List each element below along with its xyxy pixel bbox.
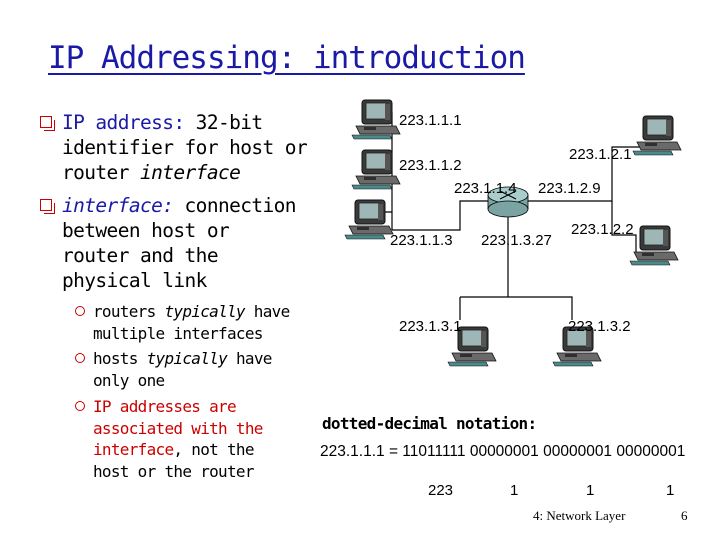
link-subnet3 xyxy=(460,296,573,320)
bullet-interface: interface: connection between host or ro… xyxy=(40,193,297,293)
sub-text-red: associated with the xyxy=(93,418,263,438)
term-ip-address: IP address: xyxy=(62,111,185,134)
octet-value: 223 xyxy=(428,482,454,499)
ip-label: 223.1.1.4 xyxy=(454,180,517,197)
sub-text-italic: typically xyxy=(164,302,245,321)
notation-equation: 223.1.1.1 = 11011111 00000001 00000001 0… xyxy=(320,443,686,460)
sub-text-red: interface xyxy=(93,440,174,459)
subbullet-routers: routers typically have multiple interfac… xyxy=(75,301,290,344)
bullet-text-italic: interface xyxy=(139,161,241,184)
ip-label: 223.1.3.27 xyxy=(481,232,552,249)
octet-value: 1 xyxy=(586,482,595,499)
octet-value: 1 xyxy=(510,482,519,499)
sub-text: routers xyxy=(93,302,165,321)
link-host5 xyxy=(611,201,637,255)
page-number: 6 xyxy=(681,508,688,523)
subbullet-hosts: hosts typically have only one xyxy=(75,348,272,391)
circle-bullet-icon xyxy=(75,306,85,316)
computer-icon xyxy=(351,99,401,140)
ip-label: 223.1.2.1 xyxy=(569,146,632,163)
notation-heading: dotted-decimal notation: xyxy=(322,414,537,433)
octet-value: 1 xyxy=(666,482,675,499)
sub-text: have xyxy=(244,302,290,321)
computer-icon xyxy=(344,199,394,240)
subbullet-ip-addresses: IP addresses are associated with the int… xyxy=(75,396,263,482)
sub-text: , not the xyxy=(173,440,254,459)
bullet-text: connection xyxy=(173,194,297,217)
term-interface: interface: xyxy=(62,194,174,217)
sub-text: multiple interfaces xyxy=(93,323,263,343)
sub-text-italic: typically xyxy=(146,349,228,368)
sub-text: host or the router xyxy=(93,461,254,481)
bullet-text: between host or xyxy=(62,219,230,242)
circle-bullet-icon xyxy=(75,353,85,363)
footer-section: 4: Network Layer xyxy=(533,508,626,523)
computer-icon xyxy=(351,149,401,190)
circle-bullet-icon xyxy=(75,401,85,411)
bullet-text: physical link xyxy=(62,269,207,292)
ip-label: 223.1.2.9 xyxy=(538,180,601,197)
square-bullet-icon xyxy=(40,116,55,131)
sub-text: only one xyxy=(93,370,165,390)
ip-label: 223.1.1.3 xyxy=(390,232,453,249)
link-host4 xyxy=(526,146,645,202)
link-router-subnet1 xyxy=(392,200,490,231)
bullet-text: router and the xyxy=(62,244,219,267)
sub-text: hosts xyxy=(93,349,147,368)
ip-label: 223.1.1.2 xyxy=(399,157,462,174)
bullet-ip-address: IP address: 32-bit identifier for host o… xyxy=(40,110,308,185)
square-bullet-icon xyxy=(40,199,55,214)
bullet-text: 32-bit xyxy=(184,111,263,134)
ip-label: 223.1.3.1 xyxy=(399,318,462,335)
ip-label: 223.1.3.2 xyxy=(568,318,631,335)
computer-icon xyxy=(629,225,679,266)
sub-text-red: IP addresses are xyxy=(93,397,237,416)
computer-icon xyxy=(632,115,682,156)
router-icon xyxy=(487,186,529,218)
bullet-text: identifier for host or xyxy=(62,136,308,159)
sub-text: have xyxy=(227,349,272,368)
bullet-text: router xyxy=(62,161,140,184)
ip-label: 223.1.1.1 xyxy=(399,112,462,129)
slide-title: IP Addressing: introduction xyxy=(48,40,526,76)
ip-label: 223.1.2.2 xyxy=(571,221,634,238)
